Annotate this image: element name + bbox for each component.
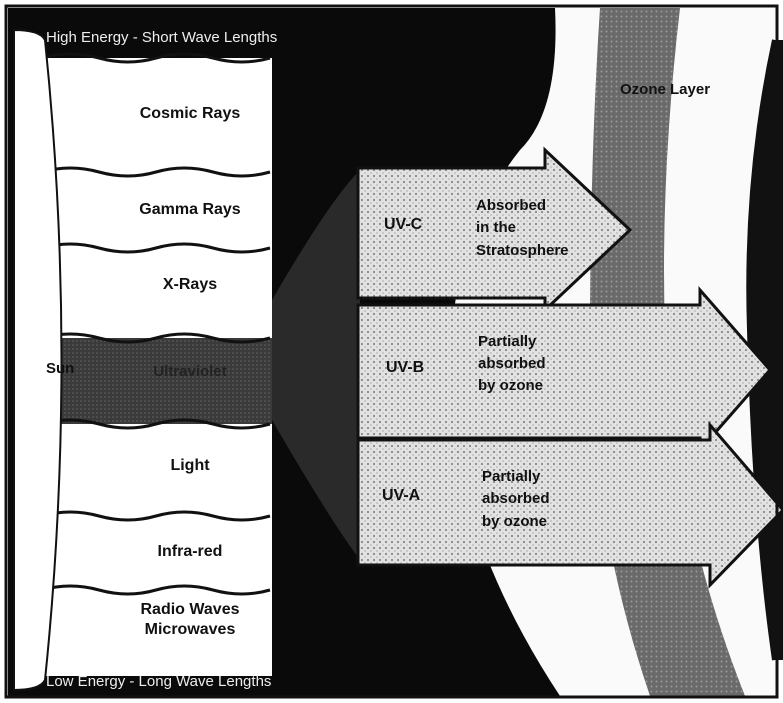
band-label-gamma-rays: Gamma Rays <box>139 201 240 218</box>
band-label-light: Light <box>170 457 210 474</box>
uv-c-desc-3: Stratosphere <box>476 242 569 259</box>
sun-label: Sun <box>46 360 74 377</box>
uv-a-desc-2: absorbed <box>482 490 550 507</box>
uv-a-name: UV-A <box>382 487 421 504</box>
uv-a-desc-3: by ozone <box>482 513 547 530</box>
uv-b-desc-2: absorbed <box>478 355 546 372</box>
band-label-infra-red: Infra-red <box>158 543 223 560</box>
uv-b-desc-1: Partially <box>478 333 537 350</box>
beam-uv-a <box>358 425 783 585</box>
band-label-cosmic-rays: Cosmic Rays <box>140 105 241 122</box>
uv-b-name: UV-B <box>386 359 424 376</box>
uv-c-name: UV-C <box>384 216 423 233</box>
band-label-x-rays: X-Rays <box>163 276 217 293</box>
band-label-microwaves: Microwaves <box>145 621 236 638</box>
ultraviolet-band <box>42 338 272 424</box>
top-energy-label: High Energy - Short Wave Lengths <box>46 29 277 46</box>
band-label-radio-waves: Radio Waves <box>141 601 240 618</box>
uv-b-desc-3: by ozone <box>478 377 543 394</box>
uv-c-desc-2: in the <box>476 219 516 236</box>
bottom-energy-label: Low Energy - Long Wave Lengths <box>46 673 271 690</box>
uv-c-desc-1: Absorbed <box>476 197 546 214</box>
ozone-layer-label: Ozone Layer <box>620 81 710 98</box>
band-label-ultraviolet: Ultraviolet <box>153 363 226 380</box>
uv-a-desc-1: Partially <box>482 468 541 485</box>
